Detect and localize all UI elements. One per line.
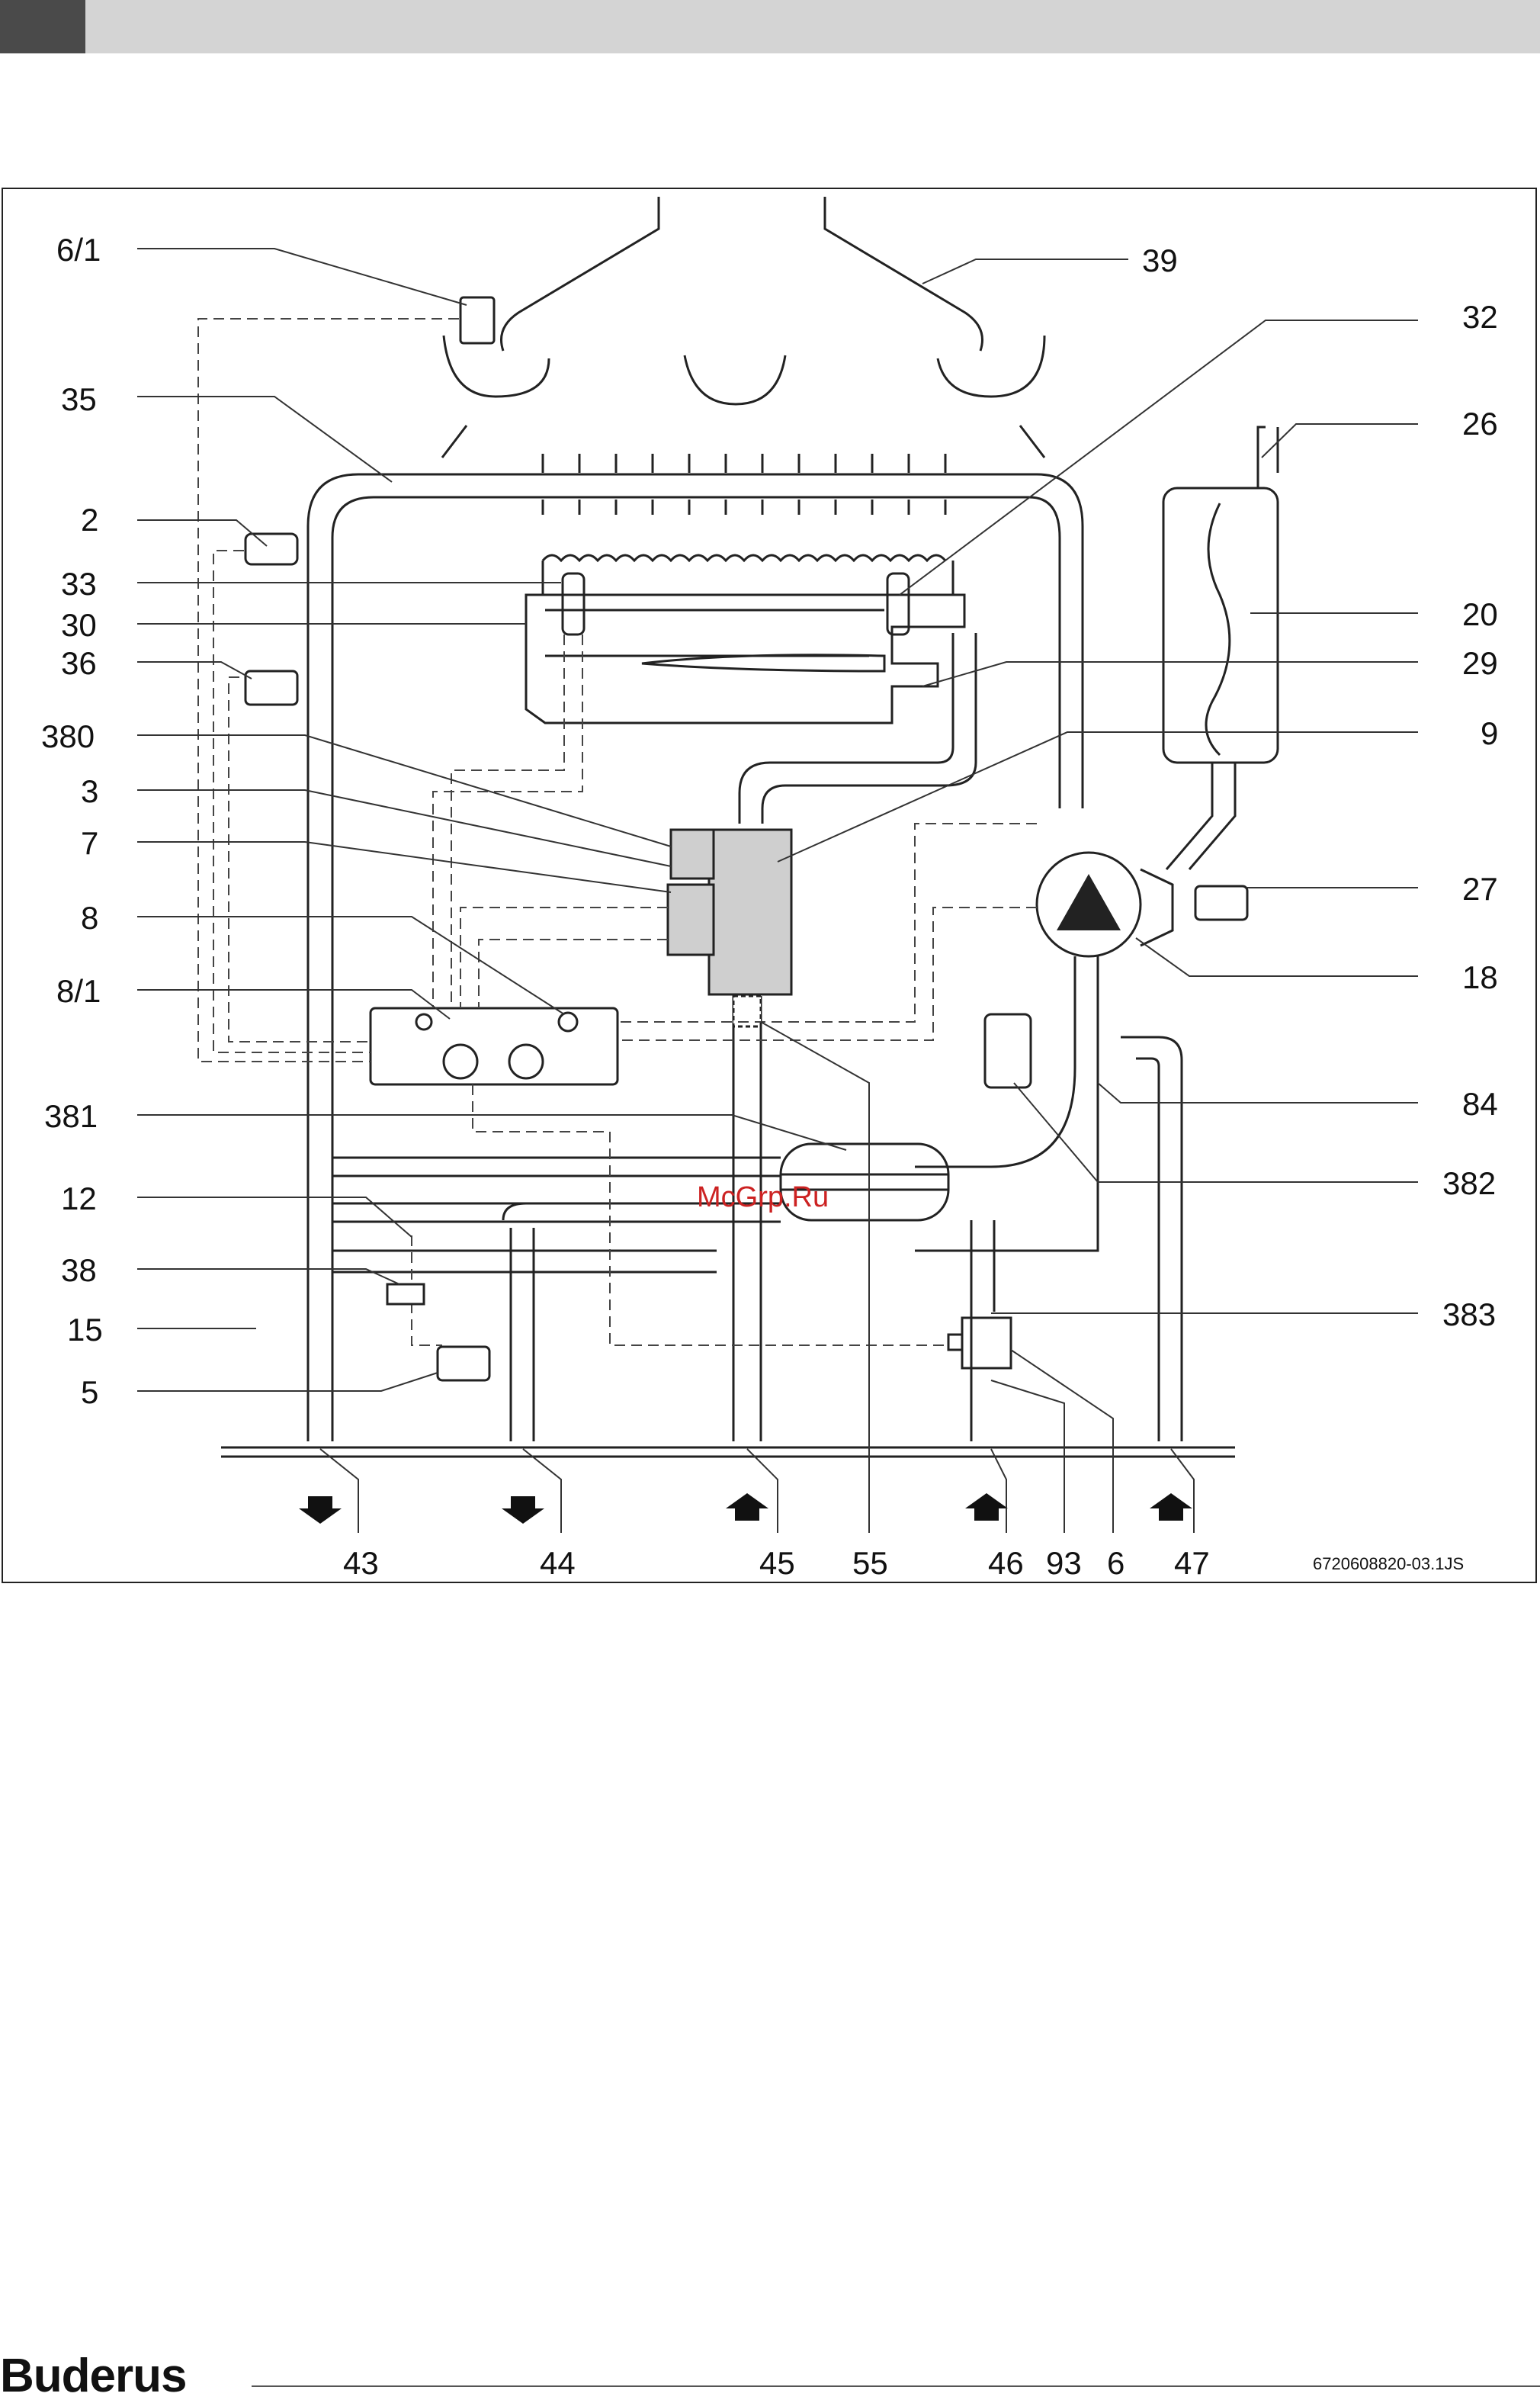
- labels-right: 39 32 26 20 29 9 27 18 84 382 383: [1142, 243, 1498, 1332]
- arrow-up-icon: [1150, 1493, 1192, 1521]
- flue-hood-right: [825, 197, 983, 351]
- label-32: 32: [1462, 299, 1498, 335]
- burner-flames: [543, 555, 945, 561]
- arrow-down-icon: [299, 1496, 342, 1524]
- primary-pipe-inner: [332, 497, 1060, 1441]
- watermark: McGrp.Ru: [697, 1181, 829, 1213]
- label-6-1: 6/1: [56, 232, 101, 268]
- label-33: 33: [61, 566, 97, 602]
- label-12: 12: [61, 1181, 97, 1216]
- overheat-switch: [245, 534, 297, 564]
- label-383: 383: [1442, 1296, 1496, 1332]
- pressure-relief-icon: [1195, 886, 1247, 920]
- label-8-1: 8/1: [56, 973, 101, 1009]
- label-18: 18: [1462, 959, 1498, 995]
- label-9: 9: [1481, 715, 1498, 751]
- label-27: 27: [1462, 871, 1498, 907]
- label-44: 44: [540, 1545, 576, 1581]
- gas-valve: [709, 830, 791, 994]
- expansion-vessel: [1163, 488, 1278, 763]
- label-26: 26: [1462, 406, 1498, 442]
- label-15: 15: [67, 1312, 103, 1348]
- diverter-valve: [985, 1014, 1031, 1087]
- label-381: 381: [44, 1098, 98, 1134]
- label-8: 8: [81, 900, 98, 936]
- label-45: 45: [759, 1545, 795, 1581]
- wiring: [198, 319, 1037, 1345]
- injector-bar: [642, 655, 884, 671]
- label-47: 47: [1174, 1545, 1210, 1581]
- filling-valve: [387, 1284, 424, 1304]
- labels-bottom: 43 44 45 55 46 93 6 47: [343, 1545, 1210, 1581]
- sensor-electrode: [887, 573, 909, 634]
- label-84: 84: [1462, 1086, 1498, 1122]
- temperature-sensor-icon: [245, 671, 297, 705]
- footer-divider: [252, 2385, 1540, 2387]
- label-29: 29: [1462, 645, 1498, 681]
- label-20: 20: [1462, 596, 1498, 632]
- label-93: 93: [1046, 1545, 1082, 1581]
- arrow-up-icon: [965, 1493, 1008, 1521]
- label-6: 6: [1107, 1545, 1125, 1581]
- label-36: 36: [61, 645, 97, 681]
- label-3: 3: [81, 773, 98, 809]
- pump-triangle-icon: [1057, 874, 1121, 930]
- heat-exchanger-fins: [543, 454, 945, 515]
- drain-sensor-icon: [438, 1347, 489, 1380]
- label-30: 30: [61, 607, 97, 643]
- label-382: 382: [1442, 1165, 1496, 1201]
- arrow-up-icon: [726, 1493, 768, 1521]
- label-380: 380: [41, 718, 95, 754]
- label-38: 38: [61, 1252, 97, 1288]
- flue-hood-left: [502, 197, 659, 351]
- document-id: 6720608820-03.1JS: [1313, 1554, 1464, 1573]
- connection-arrows: [299, 1493, 1192, 1524]
- label-5: 5: [81, 1374, 98, 1410]
- label-55: 55: [852, 1545, 888, 1581]
- burner-manifold: [526, 595, 964, 723]
- label-43: 43: [343, 1545, 379, 1581]
- label-7: 7: [81, 825, 98, 861]
- label-35: 35: [61, 381, 97, 417]
- ignition-electrode: [563, 573, 584, 634]
- label-39: 39: [1142, 243, 1178, 278]
- labels-left: 6/1 35 2 33 30 36 380 3 7 8 8/1 381 12 3…: [41, 232, 103, 1410]
- brand-logo: Buderus: [0, 2349, 186, 2403]
- arrow-down-icon: [502, 1496, 544, 1524]
- label-46: 46: [988, 1545, 1024, 1581]
- label-2: 2: [81, 502, 98, 538]
- control-panel: [371, 1008, 618, 1084]
- flow-sensor: [962, 1318, 1011, 1368]
